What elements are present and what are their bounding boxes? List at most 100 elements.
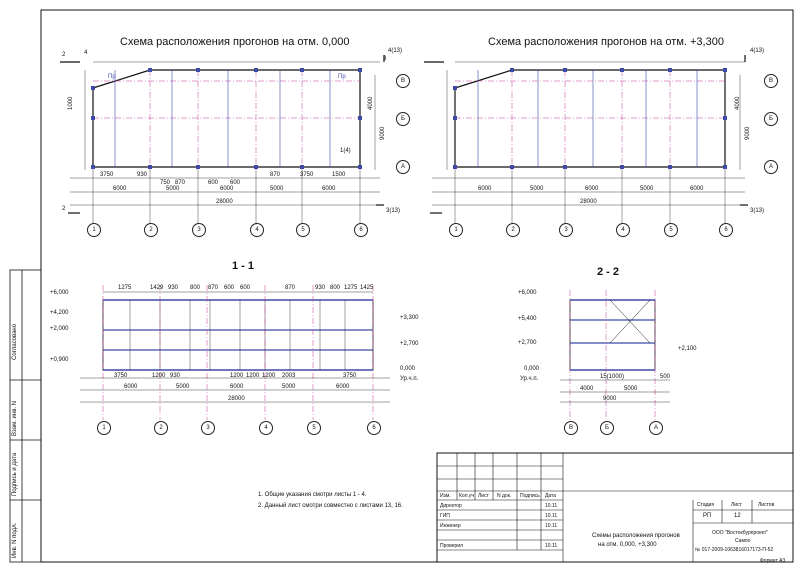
dim-text: 930 bbox=[137, 172, 148, 178]
grid-axis-b: Б bbox=[396, 112, 410, 126]
section-mark: 2 bbox=[62, 206, 66, 212]
grid-axis-1: 1 bbox=[97, 421, 111, 435]
tb-header-kol: Кол.уч bbox=[459, 493, 474, 499]
span-dim: 6000 bbox=[322, 186, 336, 192]
purlin-mark: Пр bbox=[338, 74, 346, 80]
dim-text: 870 bbox=[270, 172, 281, 178]
dim-text: 930 bbox=[315, 285, 326, 291]
level-mark: +2,100 bbox=[678, 346, 697, 352]
section-mark: 4 bbox=[84, 50, 88, 56]
span-dim: 6000 bbox=[220, 186, 234, 192]
level-mark: Ур.ч.п. bbox=[520, 376, 539, 382]
dim-text: 3750 bbox=[114, 373, 128, 379]
grid-axis-3: 3 bbox=[201, 421, 215, 435]
dim-text: 930 bbox=[170, 373, 181, 379]
span-dim: 5000 bbox=[640, 186, 654, 192]
dim-text: 600 bbox=[230, 180, 241, 186]
section-mark: 3(13) bbox=[750, 208, 765, 214]
total-dim: 28000 bbox=[580, 199, 597, 205]
span-dim: 5000 bbox=[530, 186, 544, 192]
grid-axis-4: 4 bbox=[616, 223, 630, 237]
tb-role: Проверил bbox=[440, 543, 464, 549]
grid-axis-1: 1 bbox=[87, 223, 101, 237]
level-mark: +2,700 bbox=[400, 341, 419, 347]
level-mark: +6,000 bbox=[518, 290, 537, 296]
span-dim: 6000 bbox=[336, 384, 350, 390]
grid-axis-4: 4 bbox=[250, 223, 264, 237]
dim-text: 600 bbox=[208, 180, 219, 186]
dim-text: 2003 bbox=[282, 373, 296, 379]
level-mark: 0,000 bbox=[524, 366, 540, 372]
section-mark: 3(13) bbox=[386, 208, 401, 214]
section-1-title: 1 - 1 bbox=[232, 260, 255, 272]
dim-text: 1429 bbox=[150, 285, 164, 291]
plan-right bbox=[424, 55, 748, 224]
grid-axis-v: В bbox=[764, 74, 778, 88]
span-dim: 6000 bbox=[230, 384, 244, 390]
grid-axis-a: А bbox=[396, 160, 410, 174]
grid-axis-2: 2 bbox=[506, 223, 520, 237]
section-mark: 4(13) bbox=[388, 48, 403, 54]
tb-date: 10.11 bbox=[545, 523, 558, 529]
dim-text: 1200 bbox=[230, 373, 244, 379]
section-mark: 2 bbox=[62, 52, 66, 58]
tb-header-doc: N док. bbox=[497, 493, 512, 499]
dim-text: 9000 bbox=[603, 396, 617, 402]
grid-axis-5: 5 bbox=[664, 223, 678, 237]
tb-sheet-value: 12 bbox=[734, 513, 741, 519]
span-dim: 6000 bbox=[113, 186, 127, 192]
level-mark: +2,000 bbox=[50, 326, 69, 332]
grid-axis-2: 2 bbox=[144, 223, 158, 237]
tb-org-line2: Самоо bbox=[735, 538, 751, 544]
tb-header-date: Дата bbox=[545, 493, 557, 499]
tb-date: 10.11 bbox=[545, 543, 558, 549]
side-dim: 4000 bbox=[735, 96, 741, 110]
grid-axis-6: 6 bbox=[719, 223, 733, 237]
dim-text: 4000 bbox=[580, 386, 594, 392]
dim-text: 870 bbox=[208, 285, 219, 291]
tb-date: 10.11 bbox=[545, 503, 558, 509]
grid-axis-b: Б bbox=[764, 112, 778, 126]
dim-text: 870 bbox=[175, 180, 186, 186]
strip-sign-date: Подпись и дата bbox=[12, 452, 18, 496]
grid-axis-2: 2 bbox=[154, 421, 168, 435]
side-dim: 9000 bbox=[380, 126, 386, 140]
node-mark: 1(4) bbox=[340, 148, 351, 154]
side-dim: 1000 bbox=[68, 96, 74, 110]
dim-text: 930 bbox=[168, 285, 179, 291]
level-mark: +4,200 bbox=[50, 310, 69, 316]
total-dim: 28000 bbox=[228, 396, 245, 402]
dim-text: 500 bbox=[660, 374, 671, 380]
grid-axis-4: 4 bbox=[259, 421, 273, 435]
span-dim: 5000 bbox=[166, 186, 180, 192]
grid-axis-6: 6 bbox=[367, 421, 381, 435]
grid-axis-a: А bbox=[764, 160, 778, 174]
level-mark: +0,900 bbox=[50, 357, 69, 363]
total-dim: 28000 bbox=[216, 199, 233, 205]
title-block-lines bbox=[436, 452, 794, 563]
grid-axis-b: Б bbox=[600, 421, 614, 435]
dim-text: 1200 bbox=[246, 373, 260, 379]
note-1: 1. Общие указания смотри листы 1 - 4. bbox=[258, 492, 367, 498]
level-mark: +3,300 bbox=[400, 315, 419, 321]
tb-doc-code: № 017-2009-1063816017173-П-52 bbox=[695, 547, 774, 553]
sheet-title-line2: на отм. 0,000, +3,300 bbox=[598, 542, 657, 548]
tb-role: Директор bbox=[440, 503, 462, 509]
grid-axis-3: 3 bbox=[192, 223, 206, 237]
grid-axis-a: А bbox=[649, 421, 663, 435]
span-dim: 5000 bbox=[282, 384, 296, 390]
tb-org-line1: ООО "Востокбурпроект" bbox=[712, 530, 769, 536]
grid-axis-5: 5 bbox=[296, 223, 310, 237]
grid-axis-1: 1 bbox=[449, 223, 463, 237]
dim-text: 870 bbox=[285, 285, 296, 291]
dim-text: 1200 bbox=[262, 373, 276, 379]
tb-sheets-label: Листов bbox=[758, 502, 775, 508]
tb-header-list: Лист bbox=[478, 493, 489, 499]
dim-text: 3750 bbox=[100, 172, 114, 178]
dim-text: 1275 bbox=[118, 285, 132, 291]
grid-axis-v: В bbox=[396, 74, 410, 88]
side-dim: 4000 bbox=[368, 96, 374, 110]
dim-text: 3750 bbox=[343, 373, 357, 379]
dim-text: 1425 bbox=[360, 285, 374, 291]
span-dim: 5000 bbox=[176, 384, 190, 390]
